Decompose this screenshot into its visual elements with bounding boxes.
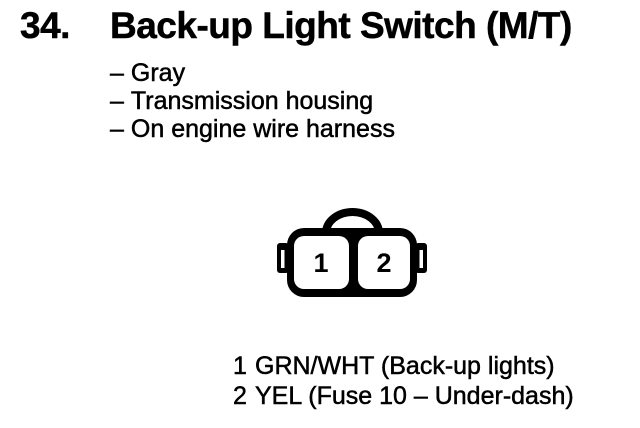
connector-left-tab (277, 243, 289, 273)
legend-row: 2 YEL (Fuse 10 – Under-dash) (233, 381, 574, 411)
list-item: – Transmission housing (110, 87, 395, 116)
detail-text: On engine wire harness (130, 115, 396, 144)
pin-number-2: 2 (376, 248, 391, 278)
pin-number-1: 1 (313, 248, 328, 278)
bullet-dash: – (110, 87, 124, 116)
page-title: Back-up Light Switch (M/T) (110, 5, 573, 46)
list-item: – Gray (110, 59, 395, 88)
pin-legend: 1 GRN/WHT (Back-up lights) 2 YEL (Fuse 1… (233, 351, 574, 411)
connector-right-tab (415, 243, 427, 273)
detail-text: Transmission housing (130, 87, 374, 116)
legend-pin-number: 2 (233, 382, 247, 411)
list-item: – On engine wire harness (110, 115, 396, 144)
bullet-dash: – (110, 59, 124, 88)
legend-row: 1 GRN/WHT (Back-up lights) (233, 351, 574, 381)
detail-list: – Gray – Transmission housing – On engin… (110, 59, 396, 144)
bullet-dash: – (110, 115, 124, 144)
legend-pin-label: YEL (Fuse 10 – Under-dash) (255, 382, 574, 411)
pin-cavity-1 (294, 236, 349, 289)
legend-pin-number: 1 (233, 352, 247, 381)
legend-pin-label: GRN/WHT (Back-up lights) (255, 352, 555, 381)
pin-cavity-2 (358, 236, 410, 289)
detail-text: Gray (130, 59, 186, 88)
section-header: 34. Back-up Light Switch (M/T) (20, 5, 573, 46)
section-number: 34. (20, 5, 71, 46)
connector-dome-shape (322, 208, 383, 234)
connector-diagram: 1 2 (270, 200, 430, 305)
